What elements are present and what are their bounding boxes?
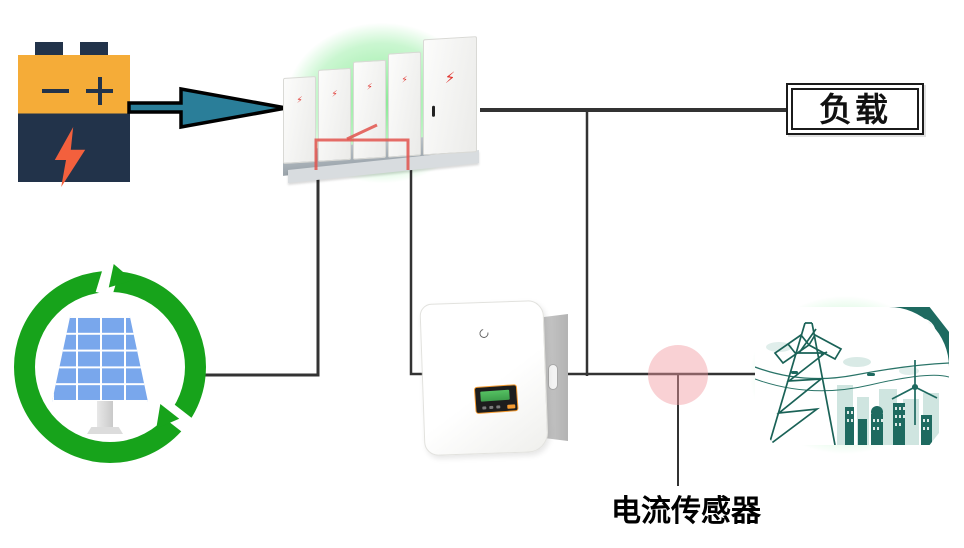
battery-cabinet-image: ⚡ ⚡ ⚡ ⚡ ⚡ xyxy=(283,36,479,184)
inverter-body xyxy=(419,299,549,457)
power-grid-illustration xyxy=(755,307,949,445)
power-grid-image xyxy=(755,307,949,445)
load-label-inner-border: 负载 xyxy=(791,88,919,130)
inverter-bracket-slot xyxy=(548,364,558,390)
inverter-button xyxy=(482,406,487,410)
battery-terminal-icon xyxy=(80,42,108,57)
solar-panel-stand xyxy=(97,401,113,428)
solar-panel-icon xyxy=(52,316,148,402)
red-frame-marks xyxy=(314,123,410,170)
battery-icon xyxy=(18,42,130,187)
inverter-button xyxy=(489,405,494,410)
inverter-logo-icon xyxy=(477,327,491,340)
inverter-lcd-screen xyxy=(480,389,510,402)
battery-terminal-icon xyxy=(35,42,63,57)
load-label: 负载 xyxy=(819,90,891,128)
inverter-image xyxy=(419,298,574,458)
inverter-display xyxy=(473,384,519,415)
current-sensor-label: 电流传感器 xyxy=(611,495,761,528)
load-label-box: 负载 xyxy=(786,83,924,135)
lightning-bolt-icon xyxy=(54,127,86,187)
solar-panel-base xyxy=(87,427,123,434)
plus-icon xyxy=(97,77,102,105)
current-sensor-marker xyxy=(648,345,708,405)
arrow-right-icon xyxy=(127,86,287,130)
minus-icon xyxy=(42,89,69,93)
inverter-brand-mark xyxy=(507,404,516,409)
inverter-button xyxy=(496,405,501,409)
battery-body xyxy=(18,55,130,187)
